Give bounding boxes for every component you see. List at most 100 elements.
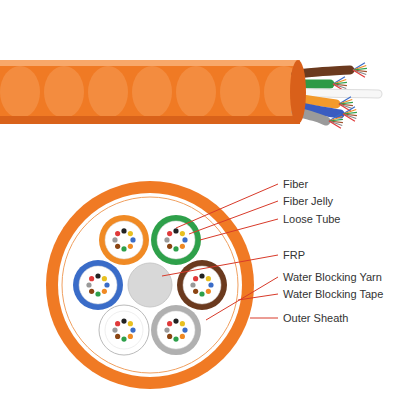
fiber bbox=[173, 246, 178, 251]
fiber bbox=[121, 336, 126, 341]
leader-line bbox=[189, 201, 278, 234]
fiber-strand bbox=[329, 116, 342, 121]
fiber bbox=[112, 327, 117, 332]
loose-tube bbox=[177, 260, 227, 310]
part-label: Water Blocking Yarn bbox=[282, 270, 383, 284]
frp-core bbox=[128, 263, 172, 307]
fiber bbox=[182, 327, 187, 332]
fiber-jelly bbox=[183, 266, 221, 304]
fiber bbox=[164, 237, 169, 242]
fiber-strand bbox=[343, 109, 356, 114]
fiber bbox=[128, 321, 133, 326]
fiber bbox=[115, 334, 120, 339]
fiber-jelly bbox=[105, 311, 143, 349]
fiber bbox=[182, 237, 187, 242]
outer-sheath bbox=[46, 181, 254, 389]
fiber bbox=[193, 276, 198, 281]
loose-tube bbox=[151, 305, 201, 355]
fiber bbox=[104, 282, 109, 287]
leader-line bbox=[238, 294, 278, 300]
part-label: Fiber Jelly bbox=[282, 194, 334, 208]
jacket-texture bbox=[176, 66, 216, 118]
fiber bbox=[115, 321, 120, 326]
fiber bbox=[180, 244, 185, 249]
fiber bbox=[86, 282, 91, 287]
loose-tube bbox=[151, 215, 201, 265]
fiber bbox=[115, 244, 120, 249]
leader-line bbox=[250, 318, 278, 319]
fiber bbox=[180, 321, 185, 326]
fiber bbox=[102, 289, 107, 294]
fiber bbox=[95, 273, 100, 278]
fiber bbox=[121, 228, 126, 233]
fiber bbox=[167, 334, 172, 339]
fiber-strand bbox=[353, 65, 366, 70]
loose-tube bbox=[73, 260, 123, 310]
fiber-strand bbox=[353, 70, 365, 77]
fiber bbox=[121, 318, 126, 323]
fiber-strand bbox=[343, 114, 355, 121]
fiber bbox=[128, 334, 133, 339]
fiber bbox=[112, 237, 117, 242]
leader-line bbox=[176, 184, 278, 228]
fiber bbox=[115, 231, 120, 236]
jacket-highlight bbox=[0, 60, 300, 66]
loose-tube-side bbox=[296, 92, 378, 94]
fiber bbox=[130, 237, 135, 242]
part-label: FRP bbox=[282, 248, 306, 262]
loose-tube bbox=[99, 215, 149, 265]
fiber-strand bbox=[339, 99, 352, 104]
fiber bbox=[167, 321, 172, 326]
fiber bbox=[167, 244, 172, 249]
jacket-texture bbox=[220, 66, 260, 118]
fiber bbox=[128, 244, 133, 249]
fiber bbox=[167, 231, 172, 236]
fiber-jelly bbox=[105, 221, 143, 259]
fiber bbox=[173, 228, 178, 233]
fiber-jelly bbox=[157, 311, 195, 349]
cable-jacket bbox=[0, 60, 300, 124]
fiber bbox=[180, 231, 185, 236]
jacket-texture bbox=[44, 66, 84, 118]
fiber bbox=[193, 289, 198, 294]
jacket-texture bbox=[132, 66, 172, 118]
part-label: Fiber bbox=[282, 177, 309, 191]
fiber bbox=[173, 336, 178, 341]
fiber bbox=[130, 327, 135, 332]
fiber bbox=[121, 246, 126, 251]
fiber bbox=[102, 276, 107, 281]
part-label: Loose Tube bbox=[282, 212, 342, 226]
fiber-jelly bbox=[157, 221, 195, 259]
part-label: Water Blocking Tape bbox=[282, 287, 384, 301]
fiber bbox=[206, 289, 211, 294]
tape-line bbox=[62, 197, 238, 373]
fiber bbox=[180, 334, 185, 339]
jacket-shadow bbox=[0, 116, 300, 124]
leader-line bbox=[206, 277, 278, 320]
fiber bbox=[206, 276, 211, 281]
fiber bbox=[190, 282, 195, 287]
fiber-jelly bbox=[79, 266, 117, 304]
jacket-texture bbox=[0, 66, 40, 118]
cable-cross-section bbox=[46, 181, 254, 389]
fiber bbox=[89, 276, 94, 281]
part-label: Outer Sheath bbox=[282, 311, 349, 325]
leader-line bbox=[200, 219, 278, 240]
jacket-end bbox=[290, 60, 306, 124]
leader-lines bbox=[162, 184, 278, 320]
water-blocking-tape bbox=[58, 193, 242, 377]
leader-line bbox=[162, 255, 278, 276]
cable-side-view bbox=[0, 60, 378, 128]
fiber bbox=[95, 291, 100, 296]
fiber bbox=[89, 289, 94, 294]
loose-tube bbox=[99, 305, 149, 355]
frp-rod-side bbox=[296, 92, 378, 94]
fiber bbox=[128, 231, 133, 236]
fiber bbox=[173, 318, 178, 323]
fiber bbox=[199, 291, 204, 296]
fiber-strand bbox=[329, 121, 341, 128]
fiber-strand bbox=[333, 79, 346, 84]
fiber bbox=[164, 327, 169, 332]
